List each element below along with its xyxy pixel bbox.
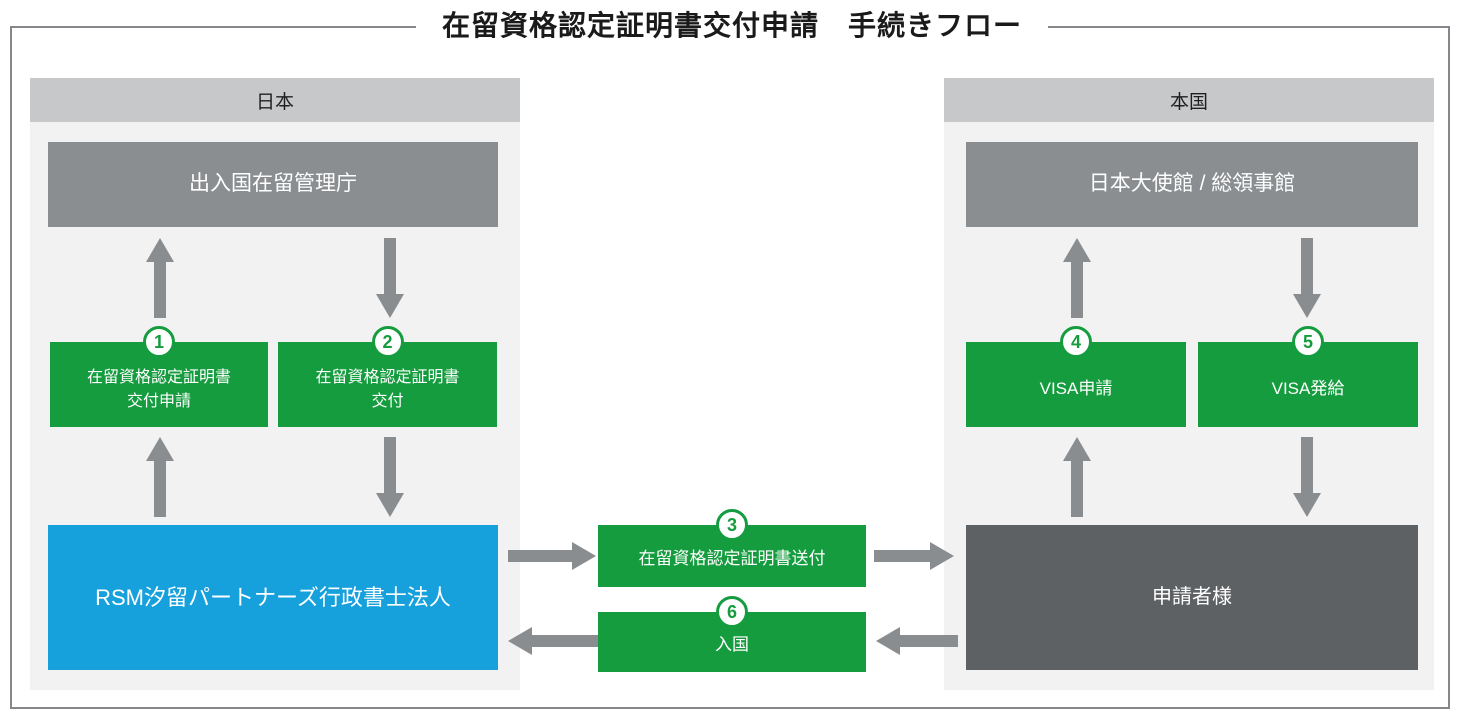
page-title: 在留資格認定証明書交付申請 手続きフロー (415, 6, 1049, 46)
arrow-up-icon (1063, 437, 1091, 517)
applicant-box: 申請者様 (966, 525, 1418, 670)
step6-label: 入国 (715, 634, 749, 654)
step1-line1: 在留資格認定証明書 (86, 369, 231, 387)
arrow-right-icon (874, 542, 954, 570)
arrow-left-icon (876, 627, 958, 655)
arrow-down-icon (1293, 437, 1321, 517)
step1-number-badge: 1 (143, 326, 175, 358)
arrow-up-icon (146, 437, 174, 517)
step3-coe-sending-box: 3 在留資格認定証明書送付 (598, 509, 866, 587)
step1-line2: 交付申請 (126, 392, 191, 410)
step3-label: 在留資格認定証明書送付 (638, 548, 826, 568)
step5-visa-issuance-box: 5 VISA発給 (1198, 326, 1418, 427)
step5-number-badge: 5 (1292, 326, 1324, 358)
arrow-down-icon (376, 238, 404, 318)
step6-entry-box: 6 入国 (598, 596, 866, 672)
japan-panel-header: 日本 (30, 78, 520, 122)
japan-embassy-box: 日本大使館 / 総領事館 (966, 142, 1418, 227)
step4-visa-application-box: 4 VISA申請 (966, 326, 1186, 427)
arrow-down-icon (376, 437, 404, 517)
arrow-up-icon (146, 238, 174, 318)
arrow-right-icon (508, 542, 596, 570)
step2-number-badge: 2 (371, 326, 404, 358)
step6-number-badge: 6 (716, 596, 748, 628)
step2-line1: 在留資格認定証明書 (315, 369, 460, 387)
step4-label: VISA申請 (1039, 379, 1113, 399)
step2-coe-issuance-box: 2 在留資格認定証明書 交付 (278, 326, 497, 427)
arrow-up-icon (1063, 238, 1091, 318)
arrow-down-icon (1293, 238, 1321, 318)
arrow-left-icon (508, 627, 598, 655)
home-country-panel-header: 本国 (944, 78, 1434, 122)
step2-line2: 交付 (371, 392, 404, 410)
step1-coe-application-box: 1 在留資格認定証明書 交付申請 (50, 326, 268, 427)
step3-number-badge: 3 (716, 509, 748, 541)
immigration-agency-box: 出入国在留管理庁 (48, 142, 498, 227)
step4-number-badge: 4 (1060, 326, 1092, 358)
rsm-firm-box: RSM汐留パートナーズ行政書士法人 (48, 525, 498, 670)
step5-label: VISA発給 (1271, 379, 1345, 399)
